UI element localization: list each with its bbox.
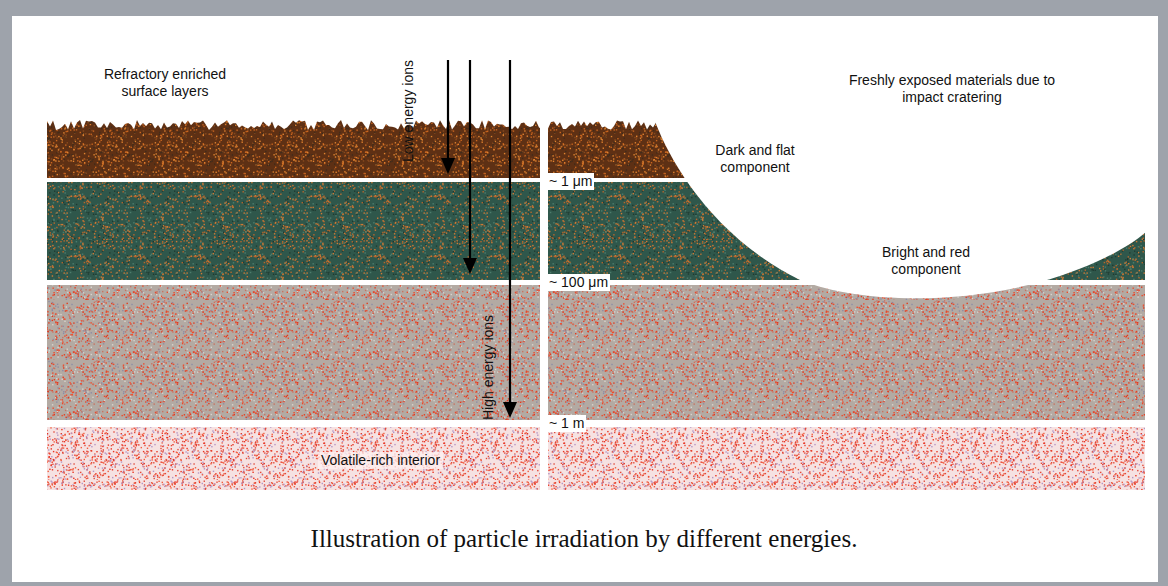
arrow-shaft (469, 60, 471, 260)
arrow-shaft (447, 60, 449, 160)
depth-label: ~ 1 μm (547, 173, 594, 190)
component-label: Dark and flat component (690, 142, 820, 176)
arrow-head (441, 158, 455, 174)
slide-panel (12, 16, 1158, 582)
layer-label: Volatile-rich interior (318, 452, 443, 469)
arrow-label: High energy ions (480, 315, 497, 420)
layer-3 (548, 285, 1145, 420)
panel-heading: Freshly exposed materials due to impact … (847, 72, 1057, 106)
depth-label: ~ 1 m (547, 415, 586, 432)
layer-2 (47, 182, 540, 280)
layer-stack-left (47, 120, 540, 490)
arrow-head (503, 402, 517, 418)
arrow-shaft (509, 60, 511, 404)
arrow-label: Low energy ions (400, 60, 417, 162)
component-label: Bright and red component (865, 244, 987, 278)
ion-arrows (441, 60, 517, 418)
impact-crater (652, 100, 1150, 298)
layer-heading: Refractory enriched surface layers (90, 66, 240, 100)
surface-layer (47, 120, 540, 178)
interior-layer (47, 427, 540, 490)
figure-caption: Illustration of particle irradiation by … (311, 524, 858, 554)
depth-label: ~ 100 μm (547, 274, 610, 291)
arrow-head (463, 258, 477, 274)
layer-stack-right (548, 100, 1150, 490)
interior-layer (548, 427, 1145, 490)
layer-3 (47, 285, 540, 420)
